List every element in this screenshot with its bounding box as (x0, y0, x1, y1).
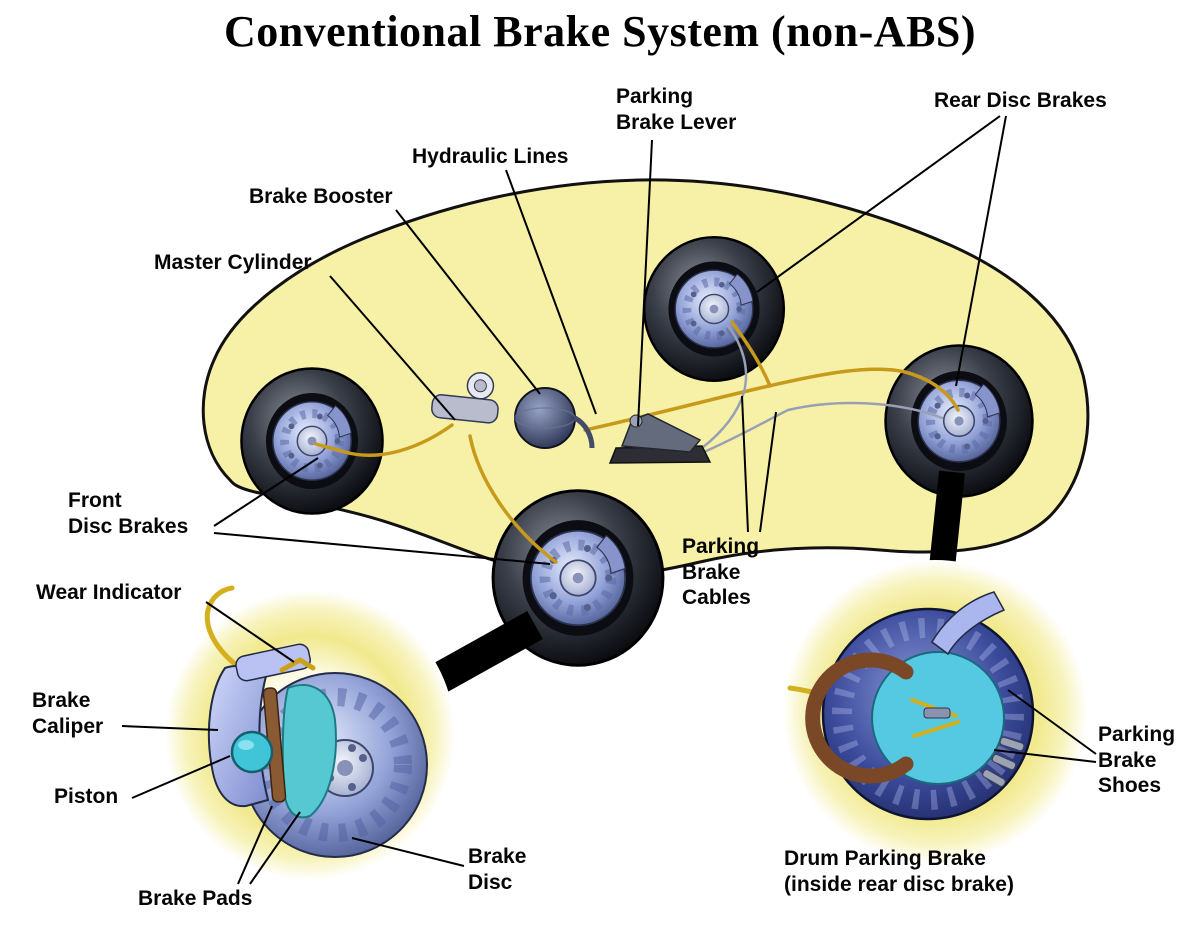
brake-pad-teal (281, 683, 337, 819)
hydraulic-lines-drawing (314, 320, 960, 564)
master-cylinder-drawing (431, 372, 499, 424)
parking-brake-cables-drawing (700, 324, 944, 454)
label-parking-brake-shoes: Parking Brake Shoes (1098, 723, 1176, 798)
label-rear-disc-brakes: Rear Disc Brakes (934, 89, 1107, 112)
piston-drawing (230, 730, 274, 774)
label-front-disc-brakes: Front Disc Brakes (68, 489, 189, 538)
parking-brake-shoe-arc (805, 652, 914, 784)
label-parking-brake-cables: Parking Brake Cables (682, 535, 760, 610)
label-wear-indicator: Wear Indicator (36, 581, 182, 604)
wheel-front-far (241, 368, 382, 513)
label-piston: Piston (54, 785, 119, 808)
leader-lines (121, 115, 1097, 885)
label-parking-brake-lever: Parking Brake Lever (616, 85, 737, 134)
drum-brake-inset (783, 560, 1087, 864)
label-brake-booster: Brake Booster (249, 185, 393, 208)
diagram-title: Conventional Brake System (non-ABS) (223, 7, 977, 56)
front-brake-inset (165, 585, 455, 880)
car-body (201, 178, 1090, 579)
label-brake-pads: Brake Pads (138, 887, 253, 910)
wheel-rear-far (644, 237, 784, 381)
label-drum-parking-brake: Drum Parking Brake (inside rear disc bra… (784, 847, 1014, 896)
wear-indicator-clip (279, 657, 316, 673)
label-brake-caliper: Brake Caliper (32, 689, 104, 738)
label-master-cylinder: Master Cylinder (154, 251, 312, 274)
brake-booster-drawing (514, 387, 595, 449)
parking-brake-strap (931, 591, 1006, 656)
label-brake-disc: Brake Disc (468, 845, 527, 894)
label-hydraulic-lines: Hydraulic Lines (412, 145, 569, 168)
